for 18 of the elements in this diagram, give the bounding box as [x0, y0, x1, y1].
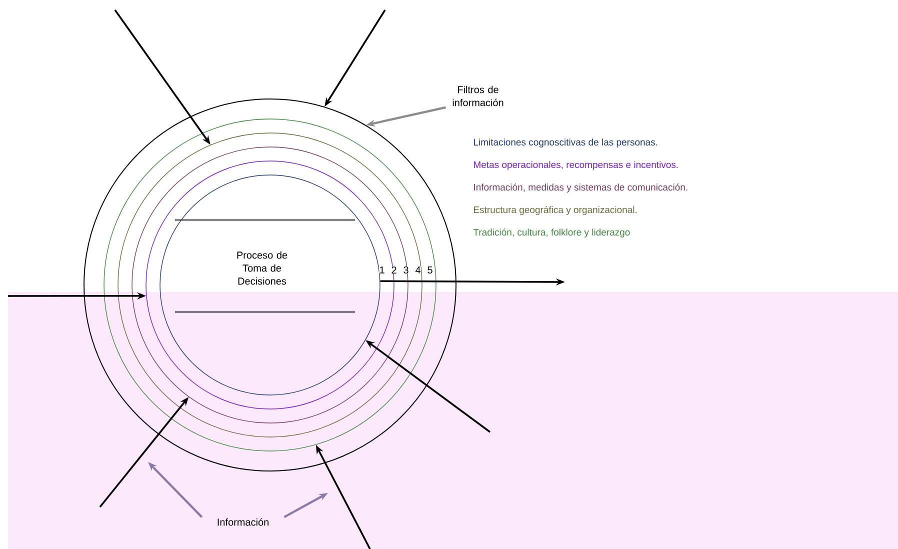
filter-text: Información, medidas y sistemas de comunicación. [474, 184, 688, 192]
filter-ring [160, 174, 380, 396]
annotation-text: Información [218, 518, 268, 526]
ring-number: 2 [391, 266, 397, 274]
filter-text: Estructura geográfica y organizacional. [474, 206, 637, 215]
ring-number: 4 [415, 266, 421, 274]
ring-number: 5 [427, 266, 433, 274]
center-text: Proceso de Toma de Decisiones [237, 251, 288, 285]
ring-number: 1 [379, 266, 385, 274]
filter-text: Metas operacionales, recompensas e incentivos. [474, 161, 678, 170]
filter-ring [104, 118, 436, 452]
filter-ring [132, 146, 408, 424]
filter-text: Tradición, cultura, folklore y liderazgo [473, 228, 630, 238]
filter-ring [118, 132, 422, 438]
filter-ring [146, 160, 394, 410]
filter-text: Limitaciones cognoscitivas de las personas. [474, 138, 658, 148]
annotation-text: Filtros de información [452, 86, 504, 106]
ring-number: 3 [403, 266, 409, 274]
